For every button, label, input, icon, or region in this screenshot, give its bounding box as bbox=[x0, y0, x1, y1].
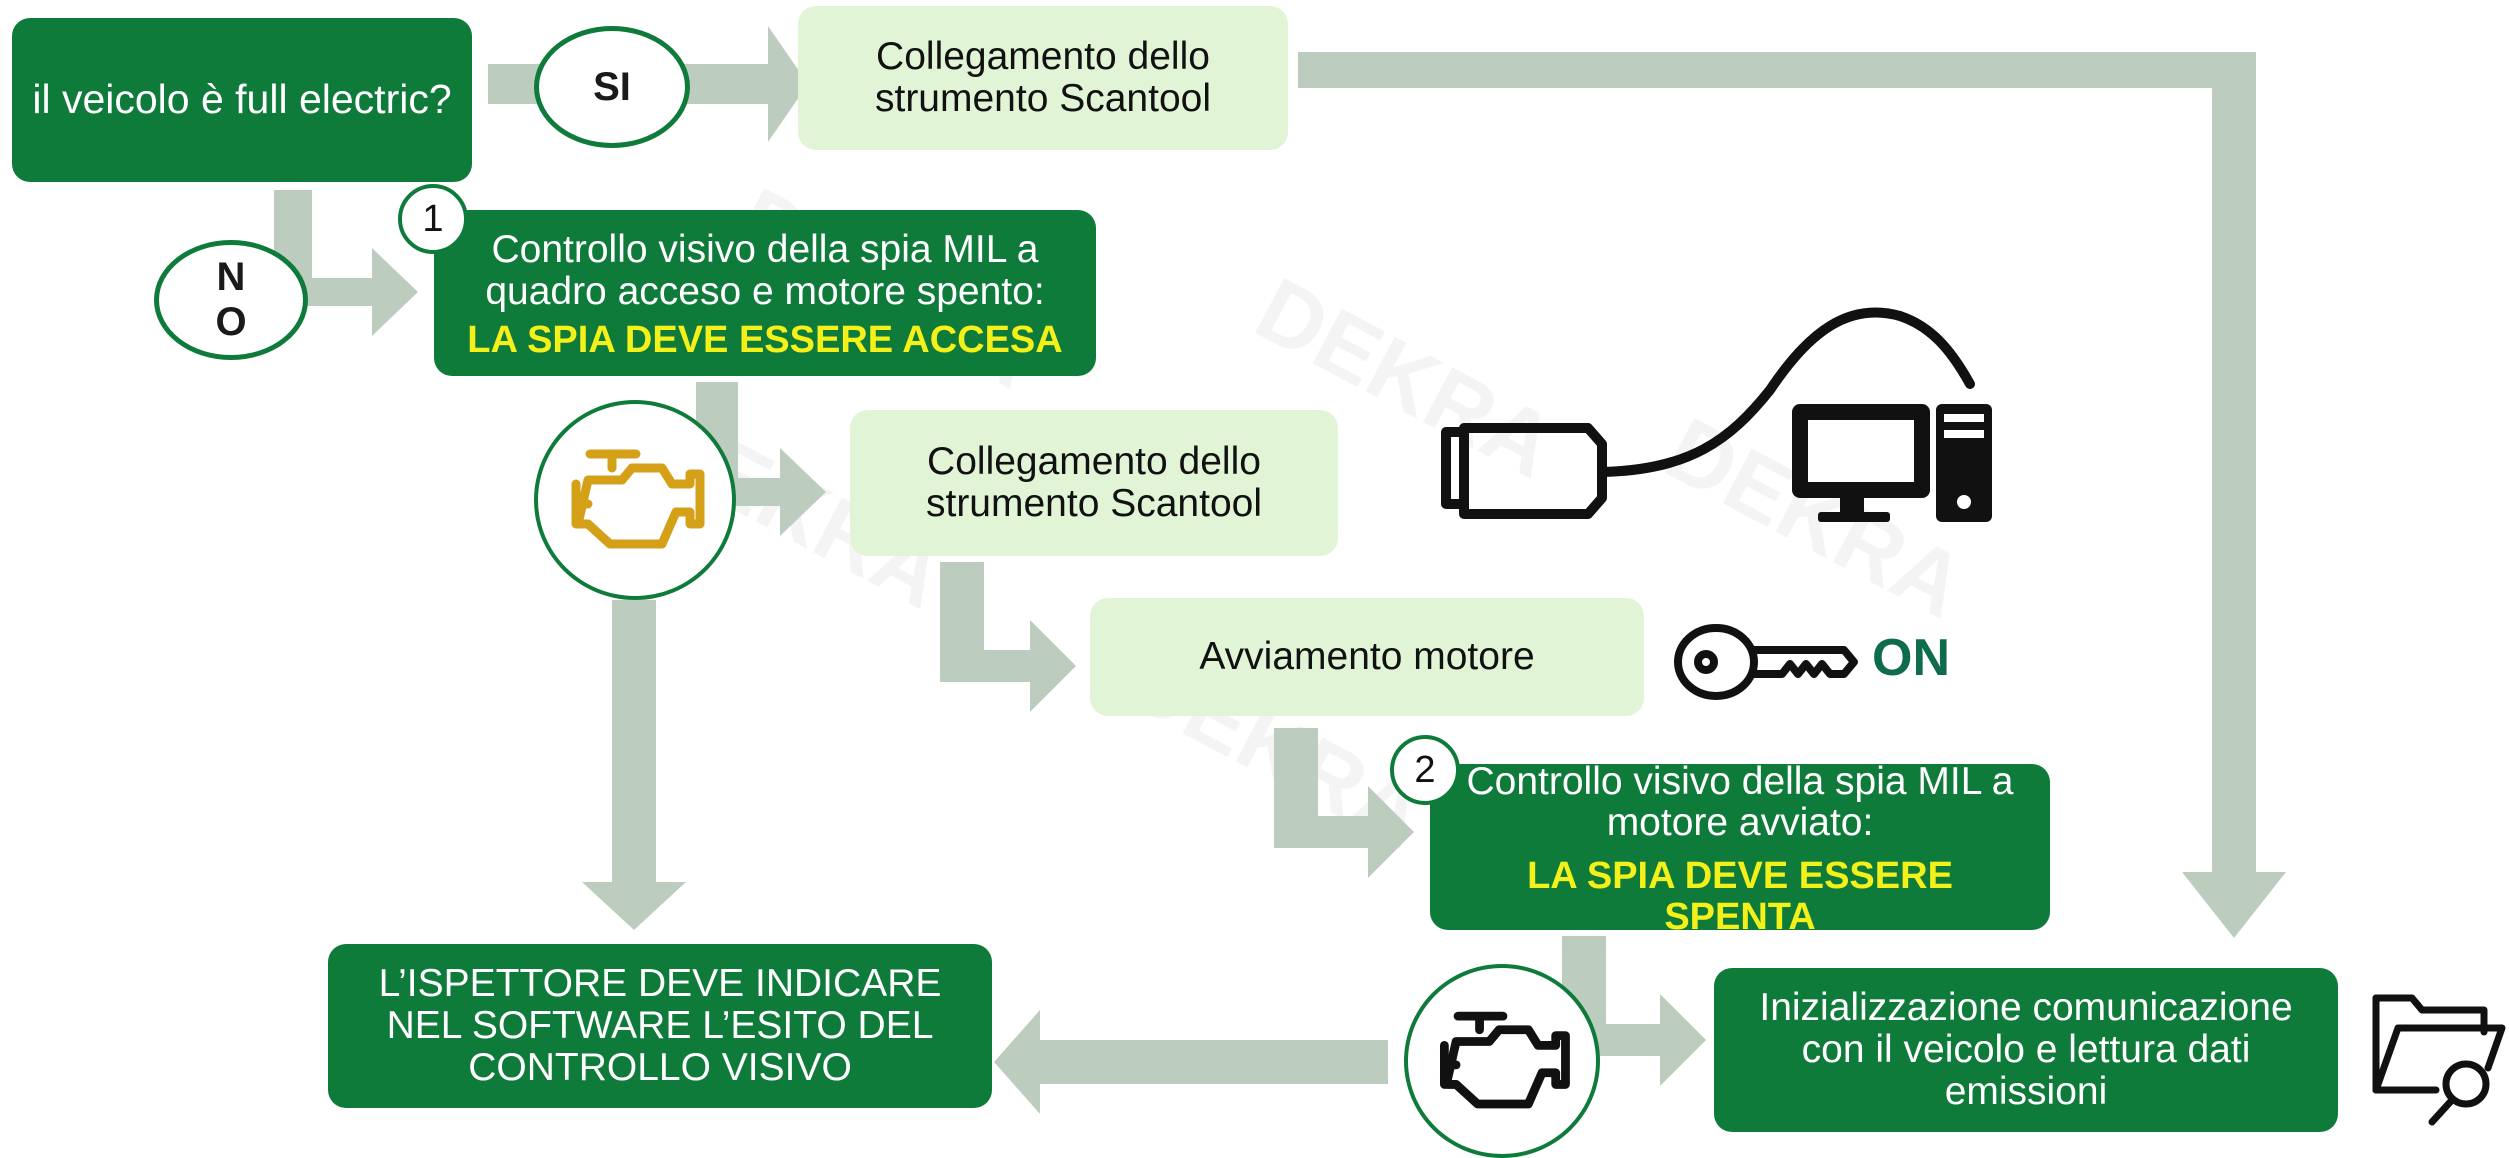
arrow-engine-to-check2 bbox=[1274, 728, 1414, 878]
folder-search-icon bbox=[2372, 994, 2506, 1126]
scantool-mid-text: Collegamento dello strumento Scantool bbox=[925, 440, 1262, 525]
mil-on-circle bbox=[534, 400, 736, 600]
step-2-number: 2 bbox=[1414, 748, 1436, 791]
check2-box: Controllo visivo della spia MIL a motore… bbox=[1430, 759, 2050, 937]
start-question-text: il veicolo è full electric? bbox=[32, 76, 452, 123]
step-2-badge: 2 bbox=[1390, 735, 1460, 805]
scantool-top-box: Collegamento dello strumento Scantool bbox=[798, 6, 1288, 150]
inspector-text: L’ISPETTORE DEVE INDICARE NEL SOFTWARE L… bbox=[378, 962, 942, 1089]
inspector-box: L’ISPETTORE DEVE INDICARE NEL SOFTWARE L… bbox=[328, 944, 992, 1108]
scantool-mid-box: Collegamento dello strumento Scantool bbox=[850, 410, 1338, 556]
arrow-mil-to-inspector bbox=[582, 600, 686, 930]
obd-cable-computer-icon bbox=[1441, 307, 1992, 522]
arrow-engine-to-inspector bbox=[994, 1010, 1388, 1114]
start-engine-text: Avviamento motore bbox=[1199, 635, 1535, 679]
init-comm-box: Inizializzazione comunicazione con il ve… bbox=[1714, 968, 2338, 1132]
check2-text: Controllo visivo della spia MIL a motore… bbox=[1466, 759, 2014, 845]
check1-alert: LA SPIA DEVE ESSERE ACCESA bbox=[467, 319, 1063, 362]
engine-warning-icon bbox=[571, 449, 705, 549]
key-on-label: ON bbox=[1872, 629, 1950, 687]
check1-box: Controllo visivo della spia MIL a quadro… bbox=[434, 210, 1096, 376]
step-1-number: 1 bbox=[422, 197, 444, 240]
arrow-scantool-to-engine bbox=[940, 562, 1076, 712]
mil-off-circle bbox=[1404, 964, 1600, 1158]
check2-alert: LA SPIA DEVE ESSERE SPENTA bbox=[1527, 855, 1953, 938]
engine-icon bbox=[1439, 1011, 1570, 1109]
init-comm-text: Inizializzazione comunicazione con il ve… bbox=[1759, 986, 2293, 1113]
start-engine-box: Avviamento motore bbox=[1090, 598, 1644, 716]
yes-circle: SI bbox=[534, 26, 690, 148]
start-question-box: il veicolo è full electric? bbox=[12, 18, 472, 182]
no-label: N O bbox=[215, 255, 247, 344]
check1-text: Controllo visivo della spia MIL a quadro… bbox=[485, 227, 1045, 313]
key-icon bbox=[1674, 624, 1858, 700]
scantool-top-text: Collegamento dello strumento Scantool bbox=[874, 35, 1211, 120]
no-circle: N O bbox=[154, 240, 308, 360]
yes-label: SI bbox=[593, 64, 631, 109]
step-1-badge: 1 bbox=[398, 184, 468, 254]
arrow-start-to-no bbox=[274, 190, 418, 336]
